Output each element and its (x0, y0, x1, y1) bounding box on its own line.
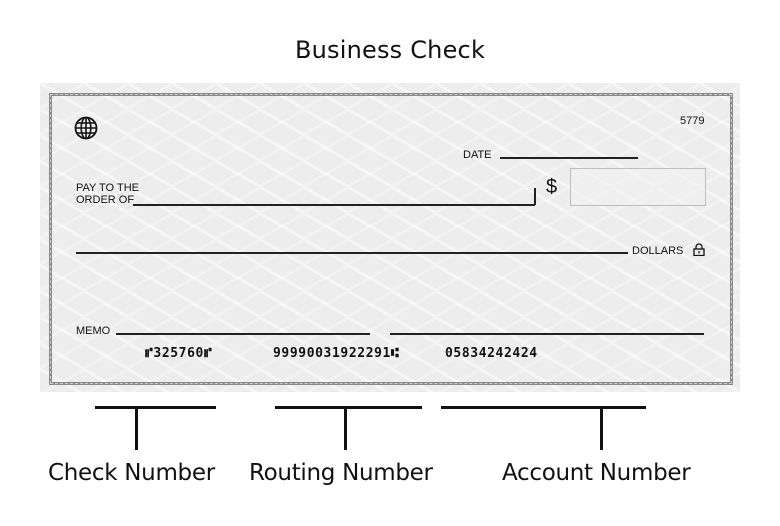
signature-field[interactable] (390, 333, 704, 335)
pay-to-line2: ORDER OF (76, 194, 135, 206)
lock-icon (693, 243, 705, 256)
routing-number-bracket (275, 406, 422, 409)
date-field[interactable] (500, 157, 638, 159)
pay-to-line1: PAY TO THE (76, 182, 139, 194)
account-number-pointer (600, 407, 603, 450)
routing-number-label: Routing Number (249, 460, 433, 486)
check-number-pointer (135, 407, 138, 450)
micr-check-number: ⑈325760⑈ (145, 345, 213, 362)
pay-to-label: PAY TO THE ORDER OF (76, 182, 139, 206)
amount-field[interactable] (570, 168, 706, 206)
routing-number-pointer (344, 407, 347, 450)
check-number: 5779 (680, 115, 705, 127)
date-label: DATE (463, 149, 492, 161)
globe-icon (74, 116, 98, 140)
payee-field-end (534, 188, 536, 205)
payee-field[interactable] (133, 204, 535, 206)
check-number-label: Check Number (48, 460, 215, 486)
dollar-sign: $ (546, 176, 558, 198)
micr-routing-number: 99990031922291⑆ (273, 345, 400, 362)
check-border (49, 93, 733, 385)
check-number-bracket (95, 406, 216, 409)
page-title: Business Check (294, 36, 486, 64)
memo-label: MEMO (76, 325, 111, 337)
micr-account-number: 05834242424 (445, 345, 538, 362)
check-paper (40, 83, 740, 392)
dollars-label: DOLLARS (632, 245, 684, 257)
amount-words-field[interactable] (76, 252, 628, 254)
account-number-bracket (441, 406, 646, 409)
account-number-label: Account Number (502, 460, 691, 486)
memo-field[interactable] (116, 333, 370, 335)
